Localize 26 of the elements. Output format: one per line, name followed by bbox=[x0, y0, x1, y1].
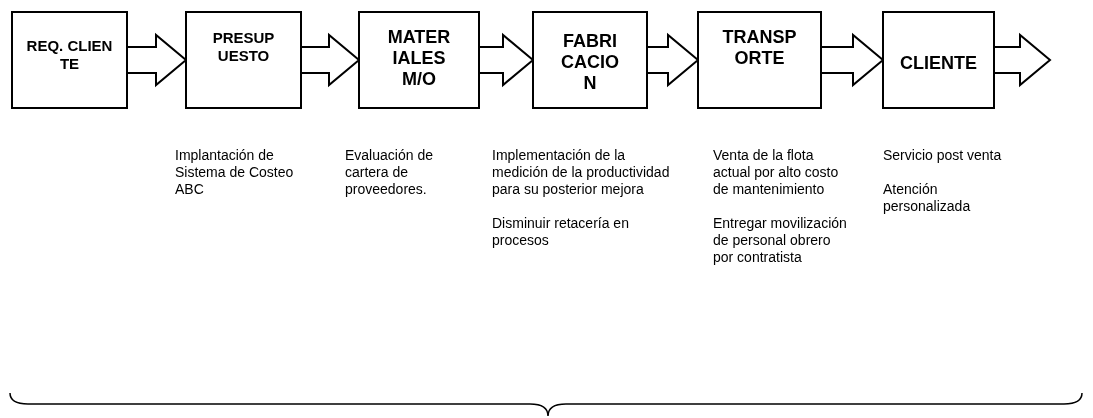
box-label: CLIENTE bbox=[899, 53, 978, 75]
box-label: PRESUPUESTO bbox=[211, 29, 276, 65]
step-note: Disminuir retacería en procesos bbox=[492, 215, 630, 249]
process-box bbox=[358, 11, 480, 109]
block-arrow bbox=[478, 32, 535, 88]
process-box bbox=[882, 11, 995, 109]
box-label: REQ. CLIENTE bbox=[25, 37, 114, 73]
block-arrow bbox=[646, 32, 700, 88]
step-note: Entregar movilización de personal obrero por contratista bbox=[713, 215, 848, 266]
block-arrow bbox=[993, 32, 1052, 88]
step-note: Implementación de la medición de la productividad para su posterior mejora bbox=[492, 147, 671, 198]
box-label: FABRICACION bbox=[560, 31, 620, 95]
block-arrow bbox=[300, 32, 361, 88]
process-box bbox=[185, 11, 302, 109]
step-note: Servicio post venta bbox=[883, 147, 1003, 164]
process-box bbox=[532, 11, 648, 109]
step-note: Evaluación de cartera de proveedores. bbox=[345, 147, 434, 198]
process-box bbox=[11, 11, 128, 109]
box-label: TRANSPORTE bbox=[721, 27, 798, 70]
block-arrow bbox=[126, 32, 188, 88]
step-note: Venta de la flota actual por alto costo de mantenimiento bbox=[713, 147, 840, 198]
step-note: Implantación de Sistema de Costeo ABC bbox=[175, 147, 295, 198]
box-label: MATERIALES M/O bbox=[387, 27, 451, 91]
block-arrow bbox=[820, 32, 885, 88]
step-note: Atención personalizada bbox=[883, 181, 972, 215]
process-box bbox=[697, 11, 822, 109]
